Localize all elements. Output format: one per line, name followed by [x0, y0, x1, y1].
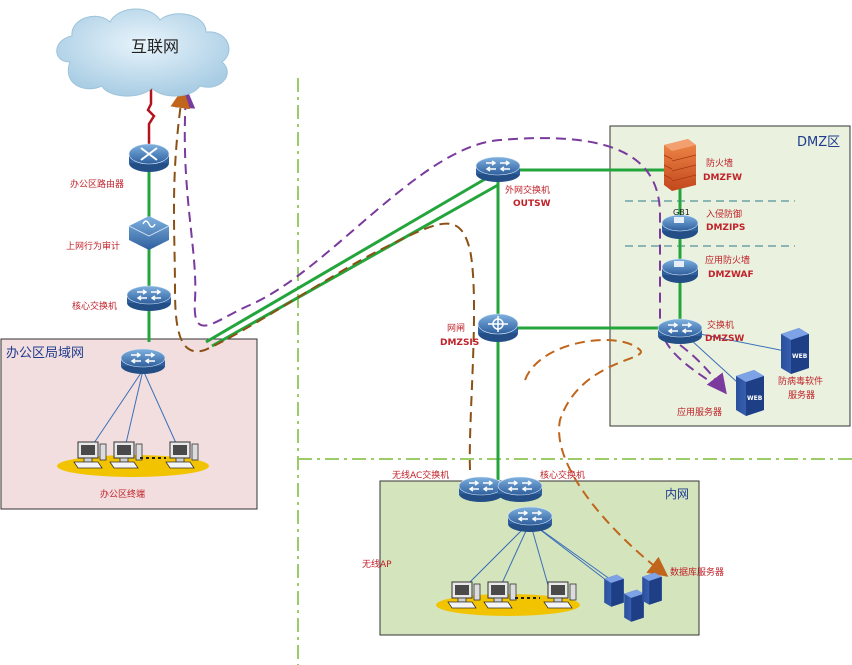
wireless-ac-switch-icon[interactable]	[458, 476, 504, 503]
behavior-audit-icon[interactable]	[128, 216, 170, 250]
intranet-core-label: 核心交换机	[540, 469, 585, 481]
office-zone-title: 办公区局域网	[6, 346, 84, 361]
gap-code: DMZSIS	[440, 338, 479, 348]
dmz-switch-icon[interactable]	[657, 318, 703, 345]
office-router-icon[interactable]	[128, 143, 170, 172]
intranet-core-switch-icon[interactable]	[497, 476, 543, 503]
outsw-name: 外网交换机	[505, 184, 550, 196]
wireless-ac-label: 无线AC交换机	[392, 469, 449, 481]
green-links	[147, 168, 682, 480]
dmz-switch-name: 交换机	[707, 319, 734, 331]
orange-flow-to-db	[524, 339, 669, 577]
outsw-code: OUTSW	[513, 199, 551, 209]
antivirus-label-line2: 服务器	[788, 389, 815, 401]
antivirus-label-line1: 防病毒软件	[778, 375, 823, 387]
dmz-ips-icon[interactable]	[661, 214, 699, 239]
internet-uplink	[146, 88, 156, 146]
dmz-ips-code: DMZIPS	[706, 223, 745, 233]
dmz-waf-code: DMZWAF	[708, 270, 754, 280]
app-server-label: 应用服务器	[677, 406, 722, 418]
internet-label: 互联网	[131, 37, 179, 56]
database-server-label: 数据库服务器	[670, 566, 724, 578]
app-server-tag: WEB	[747, 395, 763, 402]
dmz-zone-title: DMZ区	[797, 135, 840, 150]
intranet-zone-title: 内网	[665, 487, 689, 501]
dmz-ips-name: 入侵防御	[706, 208, 742, 220]
zone-intranet-box	[379, 480, 700, 636]
orange-flow-path	[170, 88, 475, 471]
outsw-switch-icon[interactable]	[475, 156, 521, 183]
antivirus-server-tag: WEB	[792, 353, 808, 360]
gap-name: 网闸	[447, 323, 465, 334]
app-server-icon[interactable]	[736, 370, 764, 416]
purple-flow-arrow-dmz	[679, 344, 727, 395]
office-lan-switch-icon[interactable]	[120, 348, 166, 375]
office-terminals-label: 办公区终端	[100, 488, 145, 500]
office-router-label: 办公区路由器	[70, 178, 124, 190]
purple-flow-path	[175, 88, 721, 389]
intranet-access-switch-icon[interactable]	[507, 506, 553, 533]
dmz-switch-code: DMZSW	[705, 334, 744, 344]
office-core-switch-label: 核心交换机	[72, 300, 117, 312]
dmz-firewall-name: 防火墙	[706, 157, 733, 169]
antivirus-server-icon[interactable]	[781, 328, 809, 374]
dmz-ips-tag: GB1	[673, 208, 690, 217]
dmz-firewall-code: DMZFW	[703, 173, 742, 183]
dmz-waf-name: 应用防火墙	[705, 254, 750, 266]
gap-device-icon[interactable]	[477, 313, 519, 342]
office-core-switch-icon[interactable]	[126, 285, 172, 312]
internet-cloud	[56, 8, 230, 97]
behavior-audit-label: 上网行为审计	[66, 240, 120, 252]
wireless-ap-label: 无线AP	[362, 558, 392, 570]
dmz-waf-icon[interactable]	[661, 258, 699, 283]
dmz-firewall-icon[interactable]	[663, 139, 697, 191]
